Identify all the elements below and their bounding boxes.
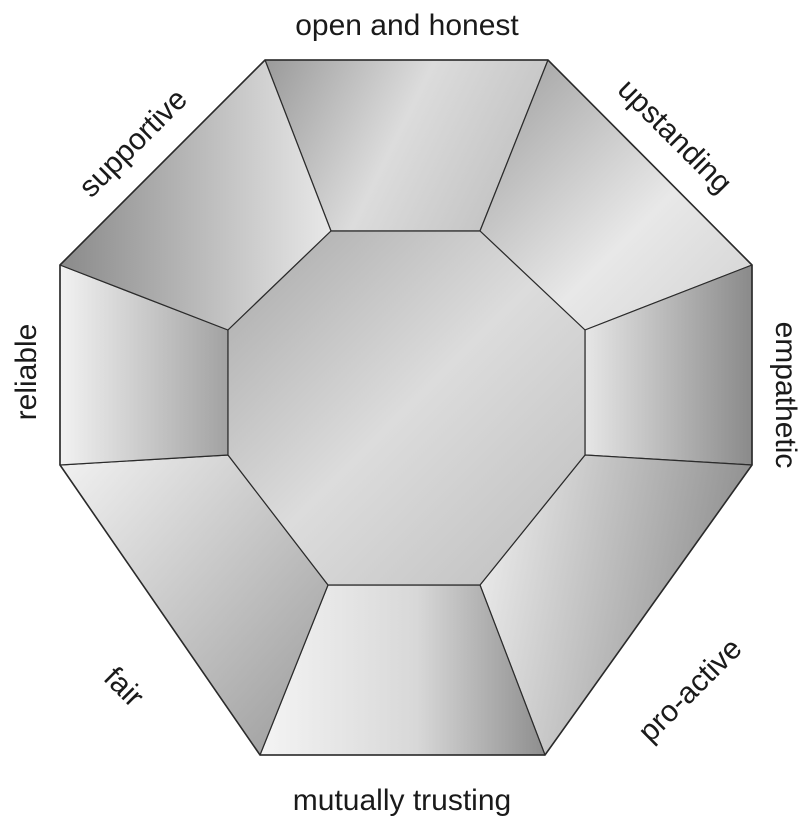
label-bottom-left: fair bbox=[97, 661, 150, 714]
label-right: empathetic bbox=[769, 322, 802, 469]
label-bottom-right: pro-active bbox=[632, 632, 748, 748]
label-top: open and honest bbox=[295, 9, 519, 42]
label-bottom: mutually trusting bbox=[293, 784, 511, 817]
label-left: reliable bbox=[10, 324, 43, 421]
